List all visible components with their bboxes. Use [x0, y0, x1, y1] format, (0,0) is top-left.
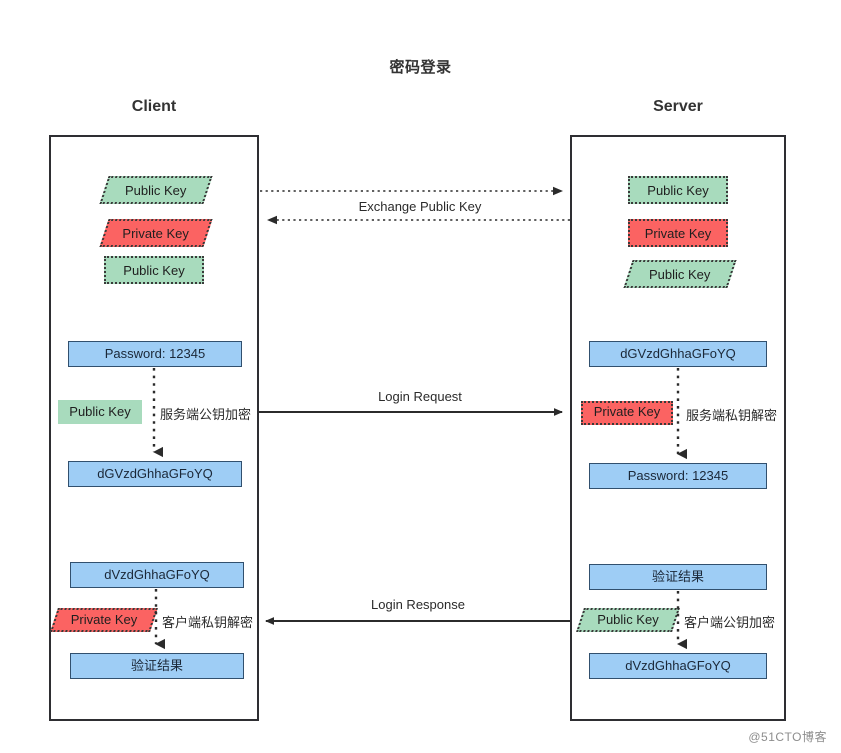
client-request-key-chip: Public Key: [58, 400, 142, 424]
server-request-input-box: dGVzdGhhaGFoYQ: [589, 341, 767, 367]
server-response-key-chip: Public Key: [576, 608, 680, 632]
server-key-chip-public-2: Public Key: [623, 260, 737, 288]
message-label-login-response: Login Response: [371, 597, 465, 612]
client-response-input-box: dVzdGhhaGFoYQ: [70, 562, 244, 588]
client-response-output-box: 验证结果: [70, 653, 244, 679]
watermark: @51CTO博客: [748, 730, 827, 744]
client-key-chip-public-2: Public Key: [104, 256, 204, 284]
client-response-key-chip: Private Key: [50, 608, 158, 632]
server-response-output-box: dVzdGhhaGFoYQ: [589, 653, 767, 679]
message-label-login-request: Login Request: [378, 389, 462, 404]
server-key-chip-public-1: Public Key: [628, 176, 728, 204]
client-response-caption: 客户端私钥解密: [162, 615, 254, 630]
client-key-chip-public-1: Public Key: [99, 176, 213, 204]
page-title: 密码登录: [389, 59, 452, 76]
client-column-heading: Client: [131, 98, 177, 115]
client-request-caption: 服务端公钥加密: [160, 407, 252, 422]
client-request-output-box: dGVzdGhhaGFoYQ: [68, 461, 242, 487]
client-request-input-box: Password: 12345: [68, 341, 242, 367]
server-request-key-chip: Private Key: [581, 401, 673, 425]
server-request-caption: 服务端私钥解密: [686, 408, 778, 423]
server-column-heading: Server: [653, 98, 703, 115]
server-request-output-box: Password: 12345: [589, 463, 767, 489]
server-key-chip-private: Private Key: [628, 219, 728, 247]
server-response-caption: 客户端公钥加密: [684, 615, 776, 630]
message-label-exchange-public-key: Exchange Public Key: [358, 199, 482, 214]
server-response-input-box: 验证结果: [589, 564, 767, 590]
client-key-chip-private: Private Key: [99, 219, 213, 247]
